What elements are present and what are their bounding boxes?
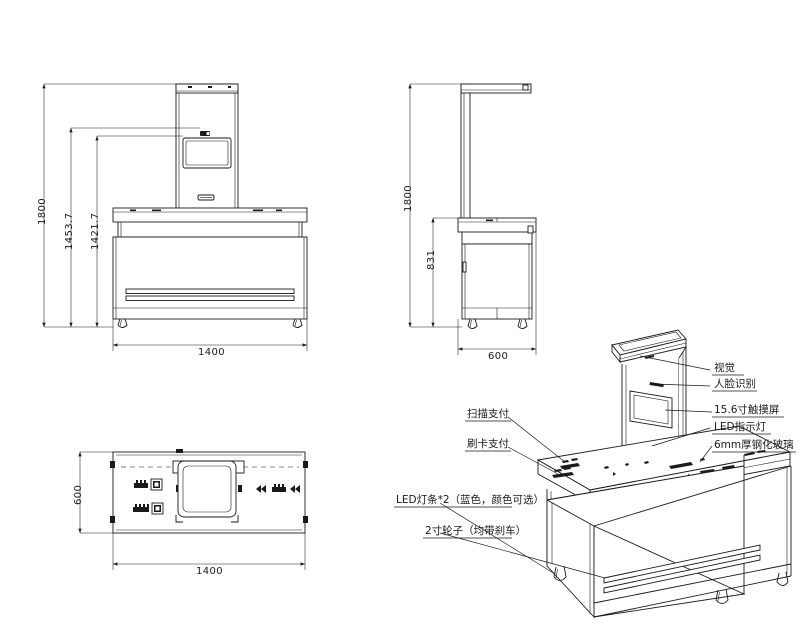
side-kiosk-mast — [460, 83, 532, 219]
front-counter-top — [112, 207, 308, 238]
front-dim-1400 — [112, 319, 308, 351]
iso-leader-lines-right — [639, 355, 713, 463]
callout-led-indicator-label: LED指示灯 — [714, 421, 767, 433]
top-screen-footprint — [172, 460, 245, 518]
callout-vision-label: 视觉 — [714, 362, 735, 374]
iso-leader-lines-left — [439, 416, 606, 579]
iso-cabinet-body — [546, 465, 792, 619]
front-touchscreen — [182, 137, 232, 169]
front-led-indicator — [197, 194, 215, 201]
top-scan-payment-module — [134, 478, 163, 491]
iso-casters — [553, 565, 789, 604]
top-card-payment-module — [133, 502, 164, 515]
front-cabinet-body — [112, 236, 308, 320]
side-dim-831 — [431, 217, 462, 327]
side-dim-600-label: 600 — [488, 351, 509, 362]
side-dim-1800 — [408, 83, 462, 328]
callout-face-recognition-label: 人脸识别 — [714, 378, 756, 390]
callout-card-payment-label: 刷卡支付 — [467, 438, 509, 450]
side-dim-600 — [457, 232, 537, 355]
callout-casters-label: 2寸轮子（均带刹车） — [425, 525, 527, 537]
front-led-strips — [125, 288, 295, 301]
side-dim-1800-label: 1800 — [403, 184, 414, 212]
side-counter-top — [457, 217, 537, 245]
side-dim-831-label: 831 — [426, 249, 437, 270]
front-dim-1800 — [42, 83, 238, 328]
callout-touchscreen-label: 15.6寸触摸屏 — [714, 404, 780, 416]
front-kiosk-column — [175, 83, 239, 211]
top-dim-600-label: 600 — [73, 484, 84, 505]
side-casters — [467, 318, 528, 329]
iso-kiosk-head — [611, 329, 687, 364]
side-cabinet-body — [461, 243, 533, 320]
iso-face-recognition — [649, 382, 664, 388]
callout-scan-payment-label: 扫描支付 — [467, 408, 509, 420]
top-dim-600 — [78, 451, 113, 534]
front-elevation-view — [42, 83, 308, 351]
iso-top-surface-details — [552, 450, 766, 478]
front-dim-1421 — [95, 135, 183, 327]
front-dim-1800-label: 1800 — [37, 197, 48, 225]
side-elevation-view — [408, 83, 537, 355]
callout-led-strip-label: LED灯条*2（蓝色，颜色可选） — [396, 494, 544, 506]
front-dim-1453 — [69, 127, 200, 327]
front-camera-module — [200, 131, 210, 136]
top-dim-1400 — [112, 533, 306, 570]
iso-led-strips — [603, 544, 761, 594]
top-direction-markers — [256, 484, 300, 493]
front-dim-1453-label: 1453.7 — [64, 212, 75, 250]
front-casters — [117, 318, 303, 328]
top-plan-view — [78, 449, 308, 570]
iso-touchscreen — [629, 390, 673, 429]
front-dim-1400-label: 1400 — [198, 347, 226, 358]
isometric-view — [439, 329, 792, 619]
callout-tempered-glass-label: 6mm厚钢化玻璃 — [714, 439, 794, 451]
front-dim-1421-label: 1421.7 — [90, 212, 101, 250]
top-dim-1400-label: 1400 — [196, 566, 224, 577]
